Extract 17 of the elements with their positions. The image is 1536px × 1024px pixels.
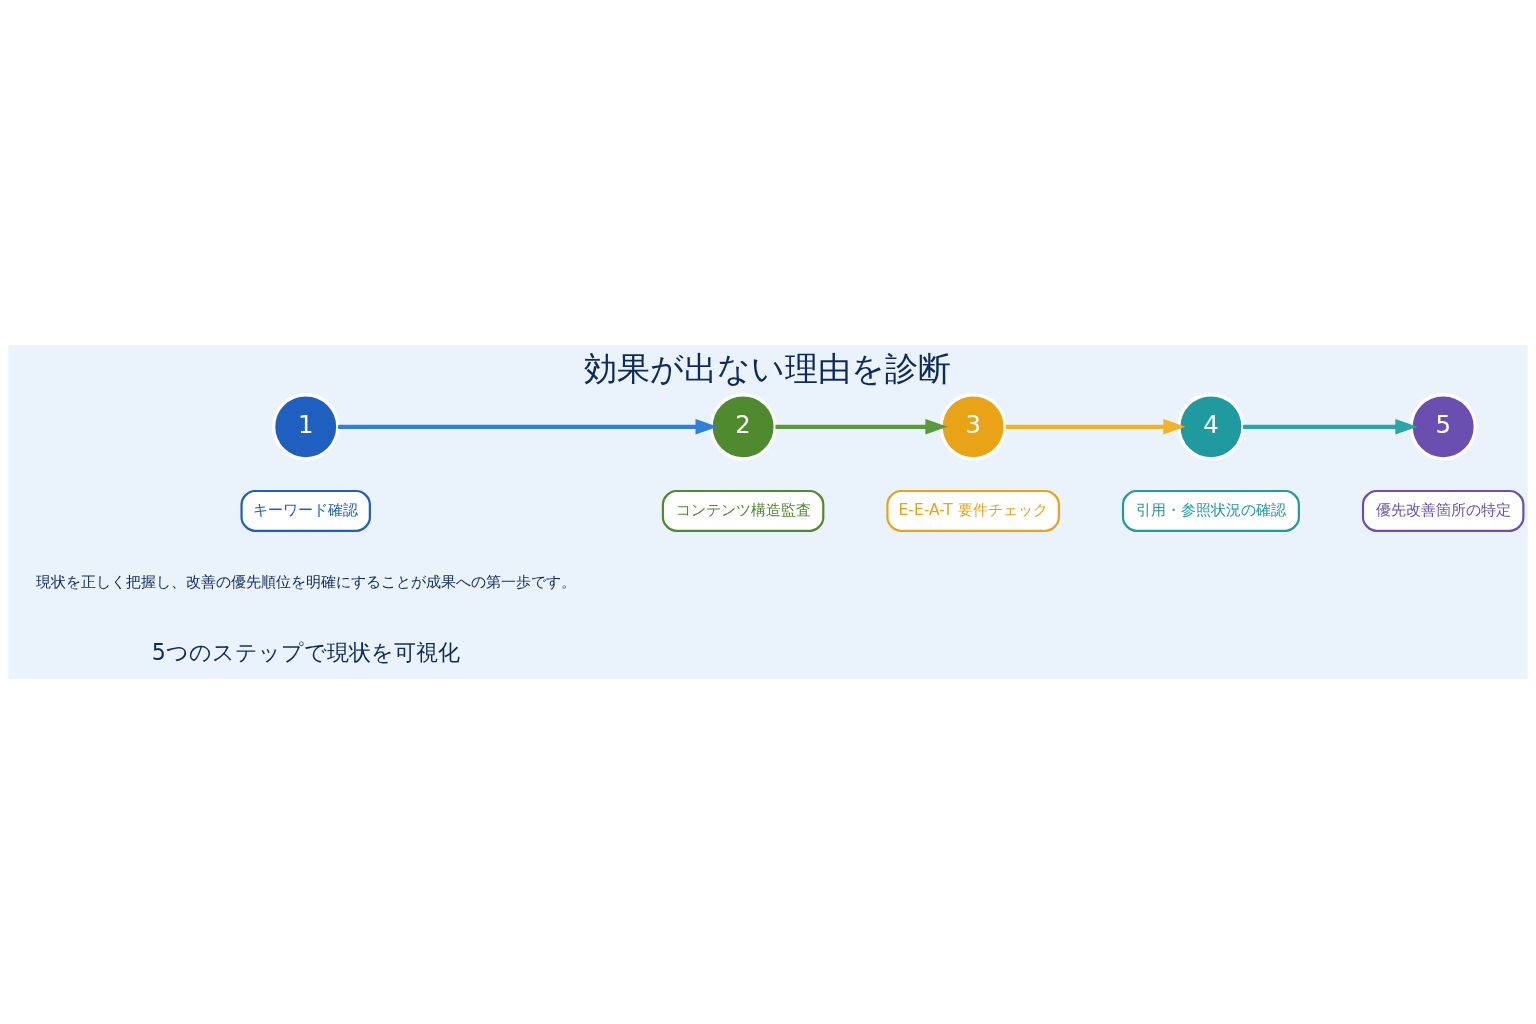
label: 現状を正しく把握し、改善の優先順位を明確にすることが成果への第一歩です。 (35, 572, 576, 591)
node-box: 引用・参照状況の確認 (1121, 489, 1300, 532)
node-circle: 2 (709, 393, 777, 461)
node-circle: 1 (271, 393, 340, 461)
arrow (775, 419, 948, 435)
node-circle: 4 (1177, 393, 1245, 461)
node-box: コンテンツ構造監査 (661, 489, 825, 532)
node-box: 優先改善箇所の特定 (1361, 489, 1525, 532)
node-circle: 3 (939, 393, 1007, 461)
node-circle: 5 (1409, 393, 1477, 461)
label: 5つのステップで現状を可視化 (151, 639, 460, 666)
node-box: E-E-A-T 要件チェック (886, 489, 1060, 532)
arrow (338, 419, 718, 435)
arrow (1243, 419, 1418, 435)
node-box: キーワード確認 (240, 489, 371, 532)
arrow (1005, 419, 1186, 435)
diagram-title: 効果が出ない理由を診断 (584, 349, 952, 389)
